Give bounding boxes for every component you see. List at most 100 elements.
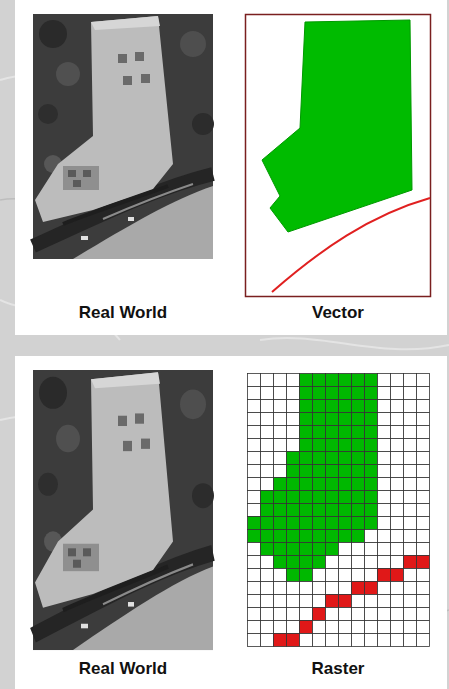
raster-cell <box>326 530 339 543</box>
raster-cell <box>287 530 300 543</box>
raster-cell <box>261 426 274 439</box>
raster-cell <box>287 465 300 478</box>
raster-cell <box>339 439 352 452</box>
raster-cell <box>248 387 261 400</box>
raster-cell <box>378 582 391 595</box>
raster-cell <box>404 452 417 465</box>
raster-cell <box>274 478 287 491</box>
raster-cell <box>378 452 391 465</box>
raster-cell <box>365 582 378 595</box>
raster-cell <box>326 556 339 569</box>
raster-cell <box>391 452 404 465</box>
raster-cell <box>300 374 313 387</box>
raster-cell <box>261 504 274 517</box>
raster-cell <box>417 543 430 556</box>
raster-cell <box>417 387 430 400</box>
raster-cell <box>300 413 313 426</box>
raster-cell <box>352 478 365 491</box>
raster-cell <box>378 543 391 556</box>
raster-cell <box>365 400 378 413</box>
raster-cell <box>274 452 287 465</box>
raster-cell <box>365 413 378 426</box>
raster-cell <box>326 582 339 595</box>
raster-cell <box>261 569 274 582</box>
raster-cell <box>352 634 365 647</box>
raster-cell <box>352 582 365 595</box>
raster-cell <box>261 582 274 595</box>
raster-cell <box>365 634 378 647</box>
raster-cell <box>391 400 404 413</box>
raster-cell <box>417 452 430 465</box>
raster-cell <box>261 413 274 426</box>
raster-cell <box>326 452 339 465</box>
raster-cell <box>404 413 417 426</box>
raster-cell <box>313 400 326 413</box>
raster-cell <box>326 387 339 400</box>
raster-cell <box>326 504 339 517</box>
raster-cell <box>417 439 430 452</box>
raster-cell <box>391 465 404 478</box>
raster-cell <box>352 491 365 504</box>
panel-caption: Real World <box>79 303 167 323</box>
raster-cell <box>417 569 430 582</box>
raster-cell <box>274 491 287 504</box>
raster-cell <box>391 374 404 387</box>
raster-cell <box>248 582 261 595</box>
raster-cell <box>313 634 326 647</box>
raster-cell <box>274 439 287 452</box>
raster-cell <box>391 517 404 530</box>
raster-cell <box>287 556 300 569</box>
raster-cell <box>365 426 378 439</box>
raster-cell <box>404 634 417 647</box>
raster-cell <box>287 400 300 413</box>
raster-cell <box>274 504 287 517</box>
raster-cell <box>326 621 339 634</box>
raster-cell <box>417 426 430 439</box>
raster-cell <box>300 387 313 400</box>
raster-cell <box>365 556 378 569</box>
raster-cell <box>365 543 378 556</box>
raster-cell <box>352 452 365 465</box>
raster-cell <box>313 374 326 387</box>
raster-cell <box>274 374 287 387</box>
raster-cell <box>261 595 274 608</box>
raster-cell <box>404 543 417 556</box>
raster-cell <box>287 634 300 647</box>
raster-cell <box>352 569 365 582</box>
raster-cell <box>391 608 404 621</box>
vector-line <box>272 198 430 292</box>
raster-cell <box>391 387 404 400</box>
raster-cell <box>287 621 300 634</box>
raster-cell <box>352 387 365 400</box>
raster-cell <box>261 621 274 634</box>
raster-cell <box>352 530 365 543</box>
raster-cell <box>300 608 313 621</box>
raster-cell <box>313 582 326 595</box>
raster-cell <box>313 465 326 478</box>
raster-cell <box>248 517 261 530</box>
raster-cell <box>339 530 352 543</box>
raster-cell <box>352 439 365 452</box>
raster-cell <box>300 465 313 478</box>
raster-cell <box>352 543 365 556</box>
raster-cell <box>378 413 391 426</box>
raster-cell <box>313 543 326 556</box>
raster-cell <box>326 439 339 452</box>
raster-cell <box>417 595 430 608</box>
raster-cell <box>261 439 274 452</box>
panel-caption: Raster <box>312 659 365 679</box>
raster-cell <box>404 621 417 634</box>
raster-cell <box>352 400 365 413</box>
raster-cell <box>378 621 391 634</box>
raster-cell <box>417 465 430 478</box>
raster-cell <box>313 426 326 439</box>
raster-cell <box>404 426 417 439</box>
raster-cell <box>391 504 404 517</box>
raster-cell <box>326 413 339 426</box>
raster-cell <box>417 517 430 530</box>
raster-cell <box>339 400 352 413</box>
raster-cell <box>417 634 430 647</box>
raster-cell <box>274 582 287 595</box>
raster-cell <box>326 400 339 413</box>
raster-cell <box>378 400 391 413</box>
